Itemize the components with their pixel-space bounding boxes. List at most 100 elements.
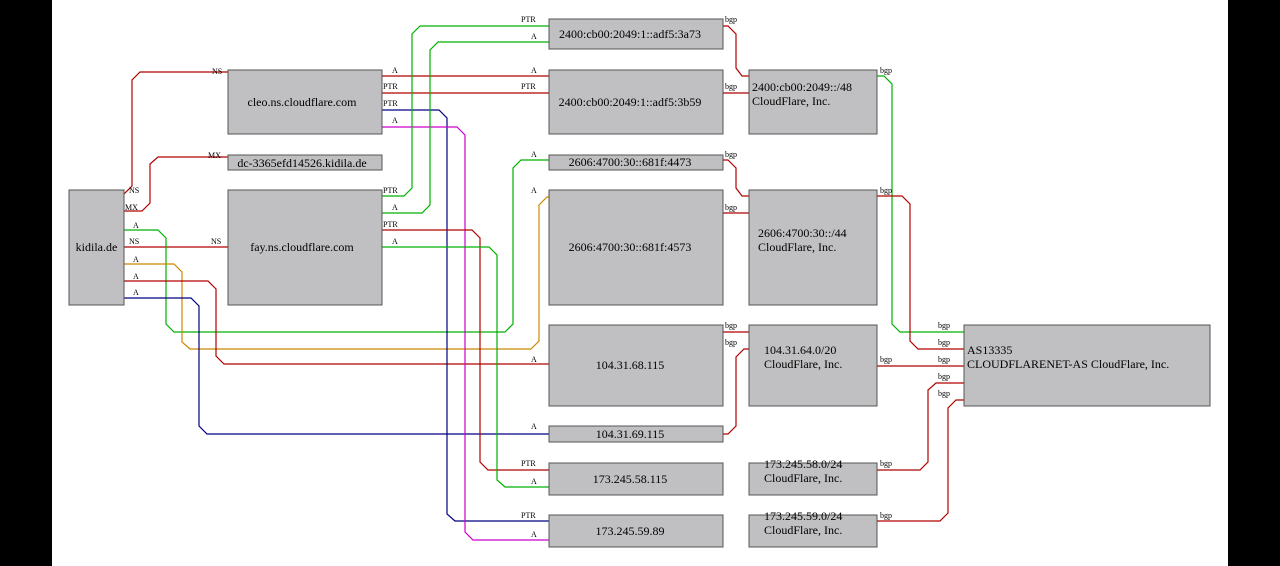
node-v6d[interactable]: 2606:4700:30::681f:4573 xyxy=(548,189,724,306)
edge-e11: AA xyxy=(382,116,549,541)
node-kidila[interactable]: kidila.de xyxy=(68,189,125,306)
edge-e16: bgp xyxy=(723,15,749,77)
node-ip1[interactable]: 104.31.68.115 xyxy=(548,324,724,407)
edge-e15: AA xyxy=(382,237,549,488)
edge-from-label: A xyxy=(392,116,398,125)
node-box xyxy=(963,324,1211,407)
node-label: 104.31.69.115 xyxy=(596,427,665,441)
edge-e14: PTR PTR xyxy=(382,220,549,471)
node-label: 2400:cb00:2049::/48 xyxy=(752,80,852,94)
node-box xyxy=(68,189,125,306)
node-box xyxy=(227,154,383,171)
edge-line xyxy=(723,348,749,435)
node-dc[interactable]: dc-3365efd14526.kidila.de xyxy=(227,154,383,171)
edge-line xyxy=(123,71,228,195)
edge-from-label: NS xyxy=(129,237,139,246)
node-label: 2606:4700:30::681f:4473 xyxy=(569,155,692,169)
edge-line xyxy=(124,159,549,333)
edge-line xyxy=(877,75,964,333)
node-v6c[interactable]: 2606:4700:30::681f:4473 xyxy=(548,154,724,171)
node-label: 173.245.58.115 xyxy=(593,472,668,486)
nodes-layer: kidila.de cleo.ns.cloudflare.com dc-3365ef… xyxy=(68,18,1211,548)
edge-e19: bgp xyxy=(723,203,749,214)
edge-line xyxy=(382,25,549,197)
edge-from-label: A xyxy=(392,66,398,75)
edge-from-label: PTR xyxy=(383,220,398,229)
node-box xyxy=(227,69,383,135)
node-ip4[interactable]: 173.245.59.89 xyxy=(548,514,724,548)
node-label: 173.245.59.89 xyxy=(596,524,665,538)
edge-line xyxy=(382,126,549,541)
edge-e13: AA xyxy=(382,32,549,214)
edge-from-label: MX xyxy=(125,203,138,212)
edge-to-label: PTR xyxy=(521,459,536,468)
node-label: CloudFlare, Inc. xyxy=(764,523,842,537)
edge-line xyxy=(877,399,964,522)
edge-line xyxy=(382,41,549,214)
node-cleo[interactable]: cleo.ns.cloudflare.com xyxy=(227,69,383,135)
edge-to-label: bgp xyxy=(938,338,950,347)
node-v6a[interactable]: 2400:cb00:2049:1::adf5:3a73 xyxy=(548,18,724,50)
node-box xyxy=(748,69,878,135)
edge-from-label: A xyxy=(392,203,398,212)
edge-to-label: bgp xyxy=(938,355,950,364)
edge-e23: bgp bgp xyxy=(877,186,964,350)
node-box xyxy=(748,324,878,407)
edge-to-label: bgp xyxy=(938,321,950,330)
node-label: 173.245.59.0/24 xyxy=(764,509,842,523)
edge-to-label: PTR xyxy=(521,511,536,520)
edge-to-label: A xyxy=(531,186,537,195)
edge-e12: PTR PTR xyxy=(382,15,549,197)
edge-to-label: A xyxy=(531,477,537,486)
edge-e5: AA xyxy=(124,186,549,350)
edge-e18: bgp xyxy=(723,150,749,197)
edge-line xyxy=(877,382,964,471)
edge-line xyxy=(382,229,549,471)
node-box xyxy=(748,462,878,496)
edge-from-label: A xyxy=(392,237,398,246)
edge-line xyxy=(382,246,549,488)
edge-from-label: NS xyxy=(129,186,139,195)
edge-e6: AA xyxy=(124,272,549,365)
node-ip2[interactable]: 104.31.69.115 xyxy=(548,425,724,443)
node-label: fay.ns.cloudflare.com xyxy=(250,240,354,254)
node-v6b[interactable]: 2400:cb00:2049:1::adf5:3b59 xyxy=(548,69,724,135)
node-box xyxy=(548,462,724,496)
node-box xyxy=(548,154,724,171)
edge-e1: NS NS xyxy=(123,67,228,195)
edge-to-label: A xyxy=(531,150,537,159)
edge-from-label: PTR xyxy=(383,99,398,108)
edge-to-label: PTR xyxy=(521,82,536,91)
node-label: cleo.ns.cloudflare.com xyxy=(248,95,358,109)
edge-from-label: bgp xyxy=(725,150,737,159)
node-label: CloudFlare, Inc. xyxy=(764,471,842,485)
node-label: 173.245.58.0/24 xyxy=(764,457,842,471)
node-fay[interactable]: fay.ns.cloudflare.com xyxy=(227,189,383,306)
node-label: CloudFlare, Inc. xyxy=(758,240,836,254)
edge-to-label: NS xyxy=(212,67,222,76)
node-label: 2606:4700:30::/44 xyxy=(758,226,847,240)
edge-to-label: PTR xyxy=(521,15,536,24)
edge-line xyxy=(124,196,549,350)
edge-line xyxy=(124,280,549,365)
node-label: CLOUDFLARENET-AS CloudFlare, Inc. xyxy=(967,357,1169,371)
edge-line xyxy=(877,195,964,350)
edge-from-label: bgp xyxy=(880,66,892,75)
node-label: 2606:4700:30::681f:4573 xyxy=(569,240,692,254)
edge-to-label: A xyxy=(531,355,537,364)
node-ip3[interactable]: 173.245.58.115 xyxy=(548,462,724,496)
node-label: 2400:cb00:2049:1::adf5:3b59 xyxy=(559,95,702,109)
